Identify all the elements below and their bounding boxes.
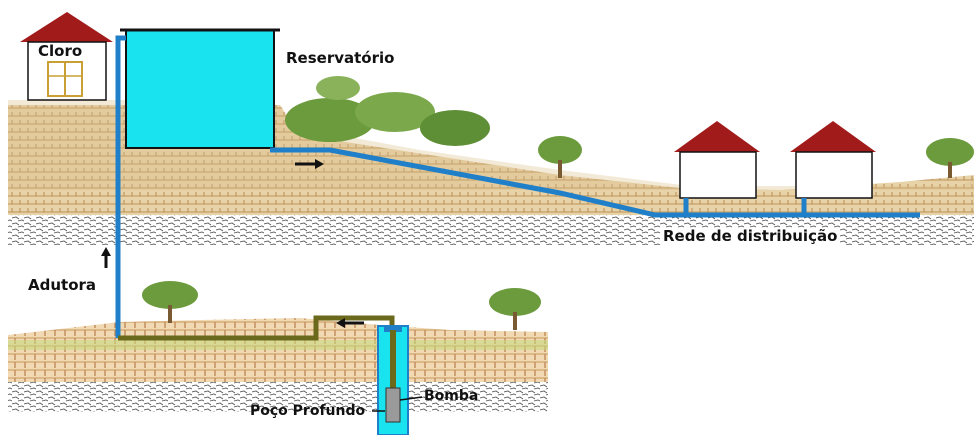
adutora-label: Adutora — [28, 276, 97, 294]
cloro-label: Cloro — [38, 42, 83, 60]
poco-label: Poço Profundo — [250, 403, 366, 419]
deep-well — [377, 325, 409, 435]
flow-arrow-right — [295, 159, 324, 169]
pointer-line-bomba — [399, 396, 423, 401]
rede-label: Rede de distribuição — [660, 228, 841, 245]
upper-trees — [285, 76, 974, 178]
bomba-label: Bomba — [424, 388, 479, 404]
reservoir-tank — [120, 28, 280, 149]
distribution-pipe — [270, 147, 920, 218]
reservatorio-label: Reservatório — [286, 49, 395, 67]
house-1 — [674, 121, 760, 199]
lower-terrain — [8, 281, 548, 412]
flow-arrow-left — [336, 318, 364, 328]
chlorine-house — [20, 12, 113, 101]
flow-arrow-up — [101, 247, 111, 268]
house-2 — [790, 121, 876, 199]
adutora-pipe — [115, 35, 395, 341]
